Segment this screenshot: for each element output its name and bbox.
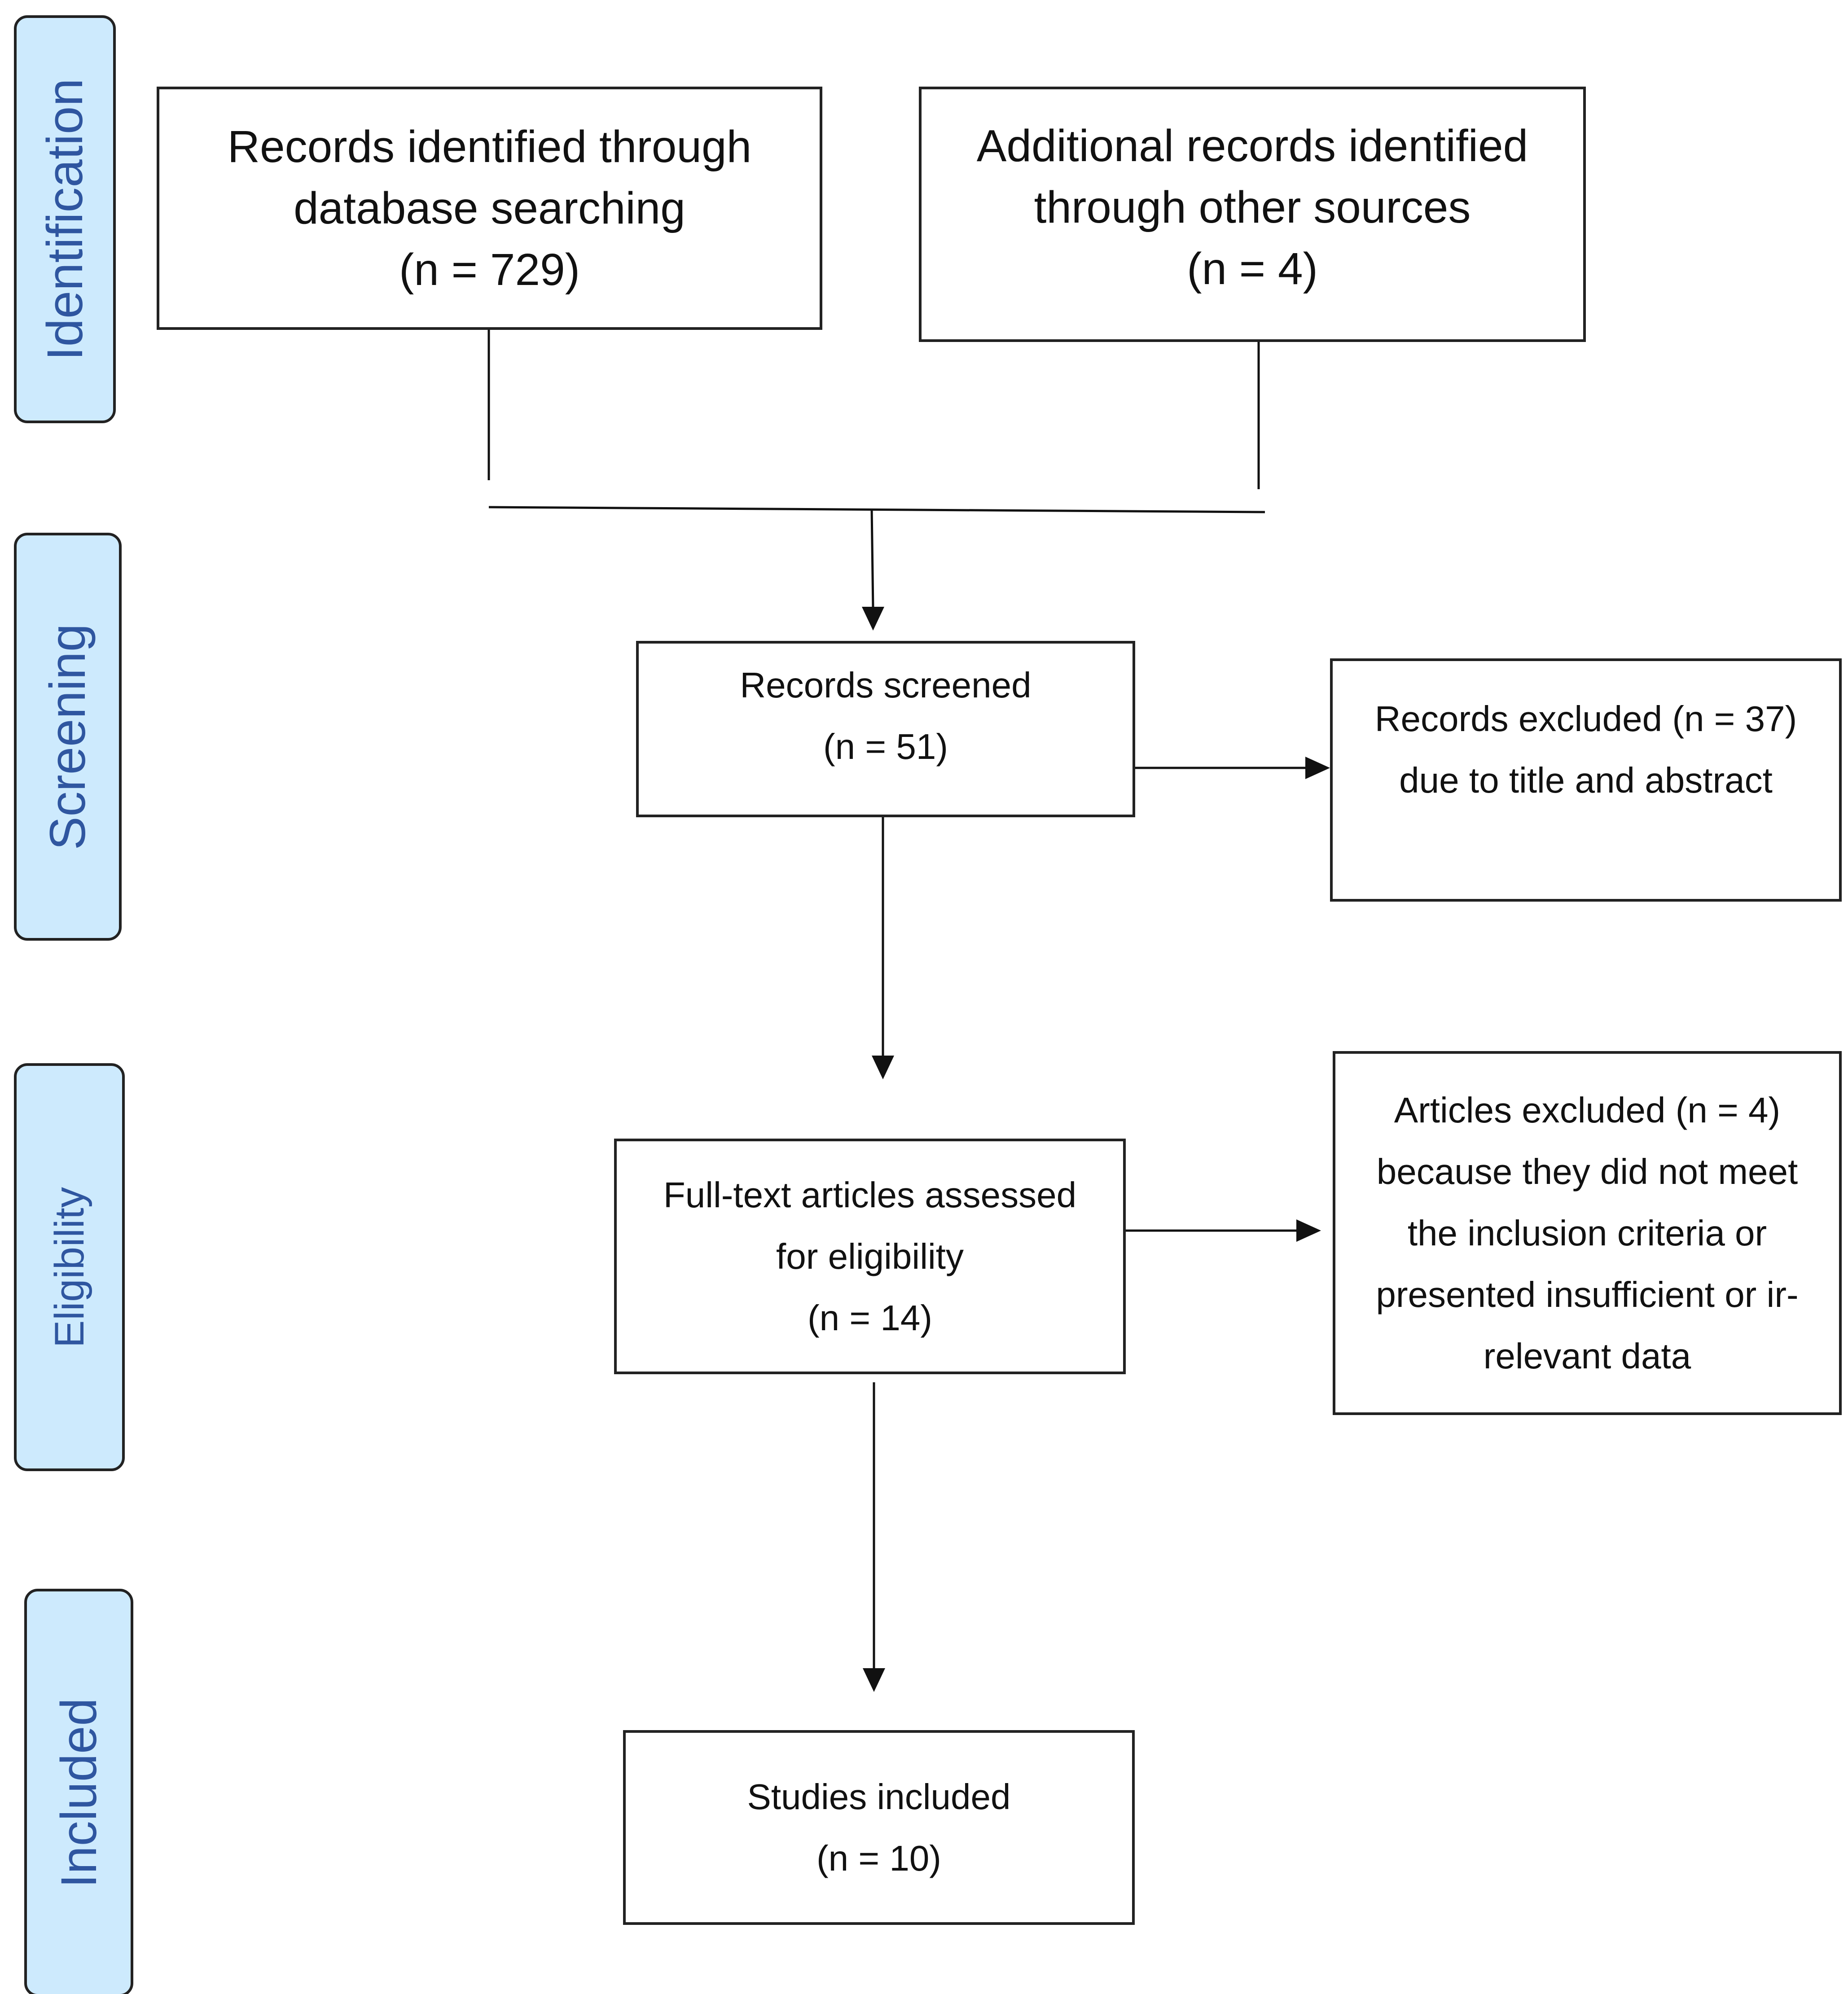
box-articles-excluded: Articles excluded (n = 4) because they d…	[1333, 1051, 1842, 1415]
box-database-records-text: Records identified through database sear…	[228, 116, 751, 301]
box-articles-excluded-text: Articles excluded (n = 4) because they d…	[1376, 1079, 1798, 1387]
full-text-line1: Full-text articles assessed	[663, 1175, 1077, 1215]
arrowhead-to-included	[863, 1668, 885, 1692]
articles-excluded-line5: relevant data	[1483, 1336, 1691, 1376]
records-screened-line1: Records screened	[740, 665, 1032, 705]
articles-excluded-line3: the inclusion criteria or	[1407, 1213, 1767, 1253]
box-records-screened-text: Records screened (n = 51)	[740, 654, 1031, 777]
articles-excluded-line4: presented insufficient or ir-	[1376, 1275, 1799, 1315]
arrowhead-to-screened	[862, 607, 884, 631]
box-full-text-assessed-text: Full-text articles assessed for eligibil…	[663, 1164, 1076, 1349]
box-records-excluded-text: Records excluded (n = 37) due to title a…	[1375, 661, 1797, 811]
records-excluded-line1: Records excluded (n = 37)	[1374, 699, 1797, 739]
full-text-count: (n = 14)	[808, 1298, 932, 1338]
box-records-excluded: Records excluded (n = 37) due to title a…	[1330, 658, 1842, 902]
stage-identification: Identification	[14, 15, 116, 423]
box-studies-included: Studies included (n = 10)	[623, 1730, 1135, 1925]
other-records-count: (n = 4)	[1187, 244, 1318, 294]
full-text-line2: for eligibility	[776, 1236, 964, 1276]
box-studies-included-text: Studies included (n = 10)	[747, 1766, 1010, 1889]
studies-included-count: (n = 10)	[816, 1838, 941, 1878]
studies-included-line1: Studies included	[747, 1777, 1011, 1817]
stage-included: Included	[24, 1589, 133, 1994]
stage-included-label: Included	[50, 1697, 107, 1888]
other-records-line2: through other sources	[1034, 182, 1471, 232]
box-records-screened: Records screened (n = 51)	[636, 641, 1135, 817]
stage-eligibility: Eligibility	[14, 1063, 125, 1471]
records-excluded-line2: due to title and abstract	[1399, 760, 1773, 800]
box-database-records: Records identified through database sear…	[157, 87, 822, 330]
box-other-records-text: Additional records identified through ot…	[977, 115, 1528, 300]
arrowhead-to-excluded-articles	[1296, 1219, 1321, 1242]
connector-merge-down	[870, 508, 874, 609]
articles-excluded-line2: because they did not meet	[1376, 1152, 1798, 1192]
stage-screening: Screening	[14, 533, 122, 941]
database-records-line1: Records identified through	[227, 121, 752, 172]
records-screened-count: (n = 51)	[823, 726, 948, 767]
arrowhead-to-excluded-records	[1305, 757, 1330, 779]
articles-excluded-line1: Articles excluded (n = 4)	[1394, 1090, 1781, 1130]
database-records-count: (n = 729)	[399, 244, 580, 295]
stage-screening-label: Screening	[40, 623, 96, 850]
database-records-line2: database searching	[294, 183, 685, 233]
arrowhead-to-fulltext	[872, 1056, 894, 1079]
box-other-records: Additional records identified through ot…	[919, 87, 1586, 342]
stage-identification-label: Identification	[36, 78, 93, 360]
stage-eligibility-label: Eligibility	[46, 1187, 92, 1348]
other-records-line1: Additional records identified	[976, 121, 1528, 171]
connector-merge	[488, 506, 1265, 513]
box-full-text-assessed: Full-text articles assessed for eligibil…	[614, 1139, 1126, 1374]
